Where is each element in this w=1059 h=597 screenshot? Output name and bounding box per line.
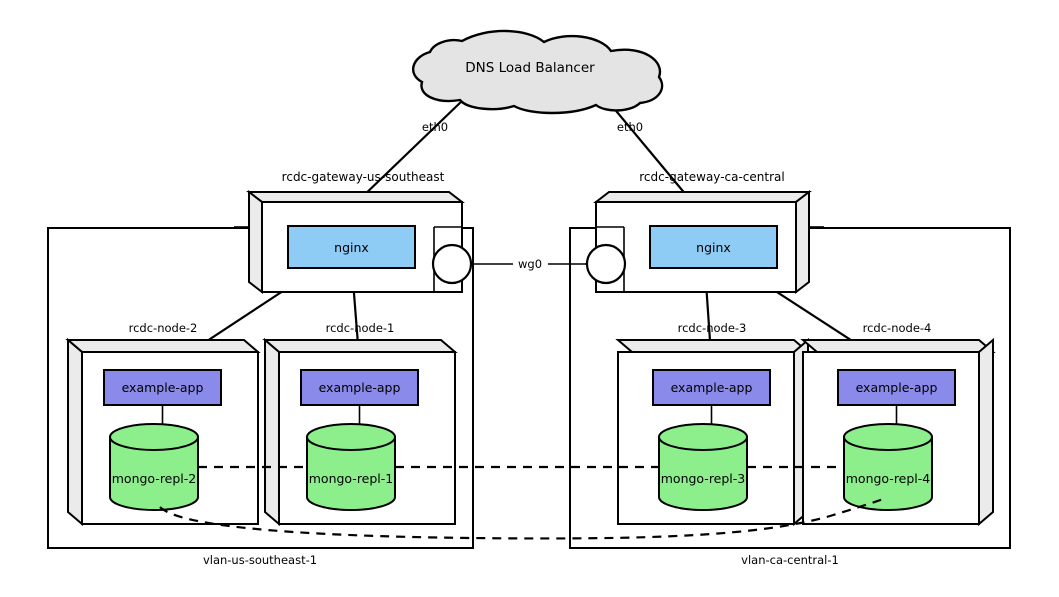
node-label-2: rcdc-node-2 bbox=[129, 321, 198, 335]
mongo-4-body bbox=[843, 436, 933, 511]
node-label-4: rcdc-node-4 bbox=[863, 321, 932, 335]
mongo-3-top bbox=[658, 423, 748, 451]
node-label-3: rcdc-node-3 bbox=[678, 321, 747, 335]
gateway-box-us-southeast[interactable]: nginx bbox=[246, 189, 465, 295]
node-3-top-face bbox=[615, 339, 811, 353]
replication-link-2-to-4-curve bbox=[159, 496, 887, 540]
gateway-ca-top-face bbox=[593, 191, 812, 203]
mongo-1-top bbox=[306, 423, 396, 451]
app-box-node-3[interactable] bbox=[652, 369, 771, 406]
mongo-label-4: mongo-repl-4 bbox=[846, 471, 931, 486]
vlan-label-ca-central: vlan-ca-central-1 bbox=[741, 553, 839, 567]
mongo-1-body bbox=[306, 436, 396, 511]
mongo-4-top bbox=[843, 423, 933, 451]
app-box-node-2[interactable] bbox=[103, 369, 222, 406]
node-2-left-face bbox=[67, 337, 83, 527]
nginx-box-us-southeast[interactable] bbox=[287, 225, 416, 269]
mongo-cylinder-2[interactable]: mongo-repl-2 bbox=[109, 423, 199, 511]
gateway-us-left-face bbox=[248, 189, 263, 295]
app-box-node-1[interactable] bbox=[300, 369, 419, 406]
nginx-label-ca-central: nginx bbox=[696, 240, 731, 255]
node-4-top-face bbox=[800, 339, 996, 353]
mongo-label-1: mongo-repl-1 bbox=[309, 471, 394, 486]
gateway-box-ca-central[interactable]: nginx bbox=[593, 189, 812, 295]
gateway-label-us-southeast: rcdc-gateway-us-southeast bbox=[282, 170, 445, 184]
node-box-1[interactable]: example-app mongo-repl-1 bbox=[262, 337, 458, 527]
gateway-ca-right-face bbox=[795, 189, 810, 295]
nginx-box-ca-central[interactable] bbox=[649, 225, 778, 269]
app-label-node-3: example-app bbox=[671, 380, 753, 395]
vlan-label-us-southeast: vlan-us-southeast-1 bbox=[203, 553, 317, 567]
eth0-label-left: eth0 bbox=[422, 120, 448, 134]
nginx-label-us-southeast: nginx bbox=[334, 240, 369, 255]
eth0-label-right: eth0 bbox=[617, 120, 643, 134]
wg0-circle-ca-central[interactable] bbox=[585, 243, 627, 285]
node-box-3[interactable]: example-app mongo-repl-3 bbox=[615, 337, 811, 527]
node-2-top-face bbox=[65, 339, 261, 353]
app-label-node-1: example-app bbox=[319, 380, 401, 395]
mongo-2-body bbox=[109, 436, 199, 511]
node-box-2[interactable]: example-app mongo-repl-2 bbox=[65, 337, 261, 527]
mongo-cylinder-1[interactable]: mongo-repl-1 bbox=[306, 423, 396, 511]
mongo-cylinder-3[interactable]: mongo-repl-3 bbox=[658, 423, 748, 511]
node-4-right-face bbox=[978, 337, 994, 527]
wg0-circle-us-southeast[interactable] bbox=[431, 243, 473, 285]
mongo-cylinder-4[interactable]: mongo-repl-4 bbox=[843, 423, 933, 511]
wg0-label: wg0 bbox=[518, 257, 542, 271]
node-box-4[interactable]: example-app mongo-repl-4 bbox=[800, 337, 996, 527]
cloud-label: DNS Load Balancer bbox=[465, 60, 595, 76]
mongo-2-top bbox=[109, 423, 199, 451]
node-label-1: rcdc-node-1 bbox=[326, 321, 395, 335]
mongo-label-3: mongo-repl-3 bbox=[661, 471, 746, 486]
mongo-label-2: mongo-repl-2 bbox=[112, 471, 197, 486]
node-1-top-face bbox=[262, 339, 458, 353]
dns-load-balancer-cloud: DNS Load Balancer bbox=[411, 29, 664, 115]
gateway-us-top-face bbox=[246, 191, 465, 203]
app-label-node-2: example-app bbox=[122, 380, 204, 395]
node-1-left-face bbox=[264, 337, 280, 527]
mongo-3-body bbox=[658, 436, 748, 511]
app-label-node-4: example-app bbox=[856, 380, 938, 395]
gateway-label-ca-central: rcdc-gateway-ca-central bbox=[639, 170, 784, 184]
